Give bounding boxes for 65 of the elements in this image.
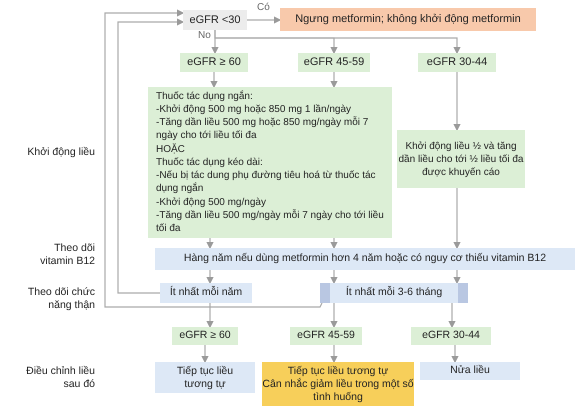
condition-box xyxy=(411,327,491,345)
node-text: -Nếu bị tác dung phụ đường tiêu hoá từ thuốc tác dụng ngắn xyxy=(156,169,377,196)
decision-box xyxy=(183,10,247,30)
process-box xyxy=(262,362,414,406)
process-box xyxy=(148,87,392,238)
node-text: -Khởi động 500 mg hoặc 850 mg 1 lần/ngày xyxy=(156,103,352,116)
row-label: Điều chỉnh liều sau đó xyxy=(25,365,95,391)
arrow xyxy=(206,270,214,284)
edge-label: Có xyxy=(256,3,271,13)
node-text: Nửa liều xyxy=(450,363,490,378)
process-box xyxy=(280,8,536,31)
arrow xyxy=(206,238,214,250)
node-text: eGFR 30-44 xyxy=(426,55,488,70)
arrow xyxy=(453,270,461,284)
process-box xyxy=(155,362,255,393)
node-text: eGFR ≥ 60 xyxy=(187,55,241,70)
condition-box xyxy=(180,53,248,72)
arrow xyxy=(448,303,456,328)
arrow xyxy=(247,16,282,24)
condition-box xyxy=(418,53,496,72)
condition-box xyxy=(298,53,370,72)
node-text: eGFR 45-59 xyxy=(304,55,364,70)
node-text: eGFR 45-59 xyxy=(297,328,355,344)
condition-box xyxy=(290,327,362,345)
arrow xyxy=(330,345,338,364)
arrow xyxy=(330,270,338,284)
process-box xyxy=(160,283,252,303)
condition-box xyxy=(172,327,238,345)
arrow xyxy=(214,30,461,54)
node-text: Khởi động liều ½ và tăng dần liều cho tới ½ liều tối đa được khuyến cáo xyxy=(398,140,524,178)
node-text: Ít nhất mỗi 3-6 tháng xyxy=(346,285,442,300)
arrow xyxy=(201,345,209,364)
arrow xyxy=(453,72,461,132)
process-box xyxy=(397,130,525,188)
arrow xyxy=(453,188,461,250)
edge-label: No xyxy=(197,31,212,41)
node-text: Tiếp tục liều tương tự xyxy=(176,364,234,390)
process-box xyxy=(155,248,575,270)
arrow xyxy=(117,18,184,294)
node-text: -Tăng dần liều 500 mg/ngày mỗi 7 ngày cho tới liều tối đa xyxy=(156,208,384,236)
node-text: eGFR <30 xyxy=(189,12,241,28)
arrow xyxy=(330,303,338,328)
node-text: -Tăng dần liều 500 mg hoặc 850 mg/ngày mỗi 7 ngày cho tới liều tối đa xyxy=(156,116,370,143)
arrow xyxy=(451,345,459,364)
node-text: -Khởi động 500 mg/ngày xyxy=(156,196,266,209)
arrow xyxy=(206,303,214,328)
node-text: Cân nhắc giảm liều trong một số tình huống xyxy=(262,378,414,404)
node-text: Ít nhất mỗi năm xyxy=(170,285,242,300)
node-text: Hàng năm nếu dùng metformin hơn 4 năm hoặc có nguy cơ thiếu vitamin B12 xyxy=(184,251,546,266)
row-label: Theo dõi vitamin B12 xyxy=(39,242,95,268)
node-text: eGFR 30-44 xyxy=(422,328,480,344)
process-box xyxy=(420,362,520,380)
row-label: Theo dõi chức năng thận xyxy=(26,286,95,312)
arrow xyxy=(210,72,218,88)
arrow xyxy=(330,238,338,250)
node-text: Tiếp tục liều tương tự xyxy=(288,364,388,376)
process-box xyxy=(320,283,468,303)
node-text: Thuốc tác dụng kéo dài: xyxy=(156,156,263,170)
node-text: Thuốc tác dụng ngắn: xyxy=(156,90,253,104)
arrow xyxy=(330,72,338,88)
arrow xyxy=(104,9,322,308)
row-label: Khởi động liều xyxy=(26,146,95,159)
node-text: eGFR ≥ 60 xyxy=(179,328,231,344)
node-text: HOẶC xyxy=(156,142,185,156)
node-text: Ngưng metformin; không khởi động metformin xyxy=(295,12,521,28)
